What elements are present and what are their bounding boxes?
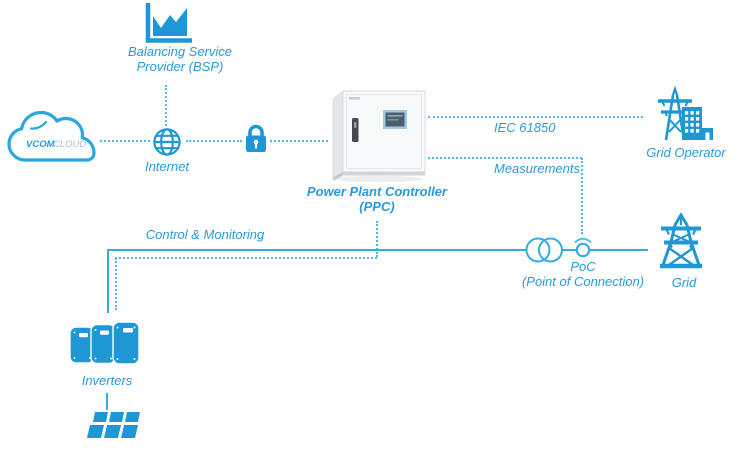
link-control-to-inverters	[115, 258, 117, 310]
inverters-label: Inverters	[81, 373, 133, 388]
power-line-inverters	[107, 249, 109, 313]
cloud-inner-puff	[29, 120, 48, 130]
cabinet-base	[343, 172, 425, 176]
ppc-label: Power Plant Controller (PPC)	[306, 184, 448, 214]
link-control-horizontal	[115, 257, 377, 259]
link-ppc-gridoperator-iec	[428, 116, 643, 118]
transformer-icon	[525, 237, 563, 263]
solar-panel-icon	[87, 412, 140, 438]
globe-icon	[153, 128, 181, 156]
bsp-label: Balancing Service Provider (BSP)	[127, 44, 233, 74]
measurements-label: Measurements	[494, 161, 580, 176]
cabinet-logo	[349, 97, 360, 100]
grid-operator-label: Grid Operator	[646, 145, 726, 160]
link-measurements-vertical	[581, 158, 583, 234]
internet-label: Internet	[144, 159, 190, 174]
link-bsp-internet	[165, 85, 167, 126]
grid-operator-building-icon	[658, 85, 713, 141]
cabinet-door-seam	[346, 94, 422, 169]
link-cloud-internet	[100, 140, 150, 142]
poc-node-icon	[574, 237, 592, 258]
iec-61850-label: IEC 61850	[494, 120, 556, 135]
vcom-cloud-label-bold: VCOM	[26, 139, 56, 150]
power-line-main	[108, 249, 648, 251]
cabinet-side	[332, 90, 344, 179]
grid-label: Grid	[671, 275, 697, 290]
poc-label: PoC (Point of Connection)	[521, 259, 645, 289]
inverters-icon	[69, 321, 140, 365]
cabinet-handle	[352, 118, 359, 142]
control-monitoring-label: Control & Monitoring	[145, 227, 265, 242]
link-internet-lock	[186, 140, 242, 142]
padlock-icon	[246, 124, 266, 152]
link-ppc-down	[376, 221, 378, 257]
transmission-tower-icon	[660, 212, 702, 269]
controller-cabinet-image	[332, 90, 426, 183]
area-chart-icon	[145, 3, 192, 43]
vcom-cloud-label-light: CLOUD	[53, 139, 86, 150]
line-inverters-solar	[106, 393, 108, 410]
cloud-icon: VCOM CLOUD	[7, 110, 96, 162]
link-lock-ppc	[270, 140, 328, 142]
link-measurements-horizontal	[428, 157, 582, 159]
